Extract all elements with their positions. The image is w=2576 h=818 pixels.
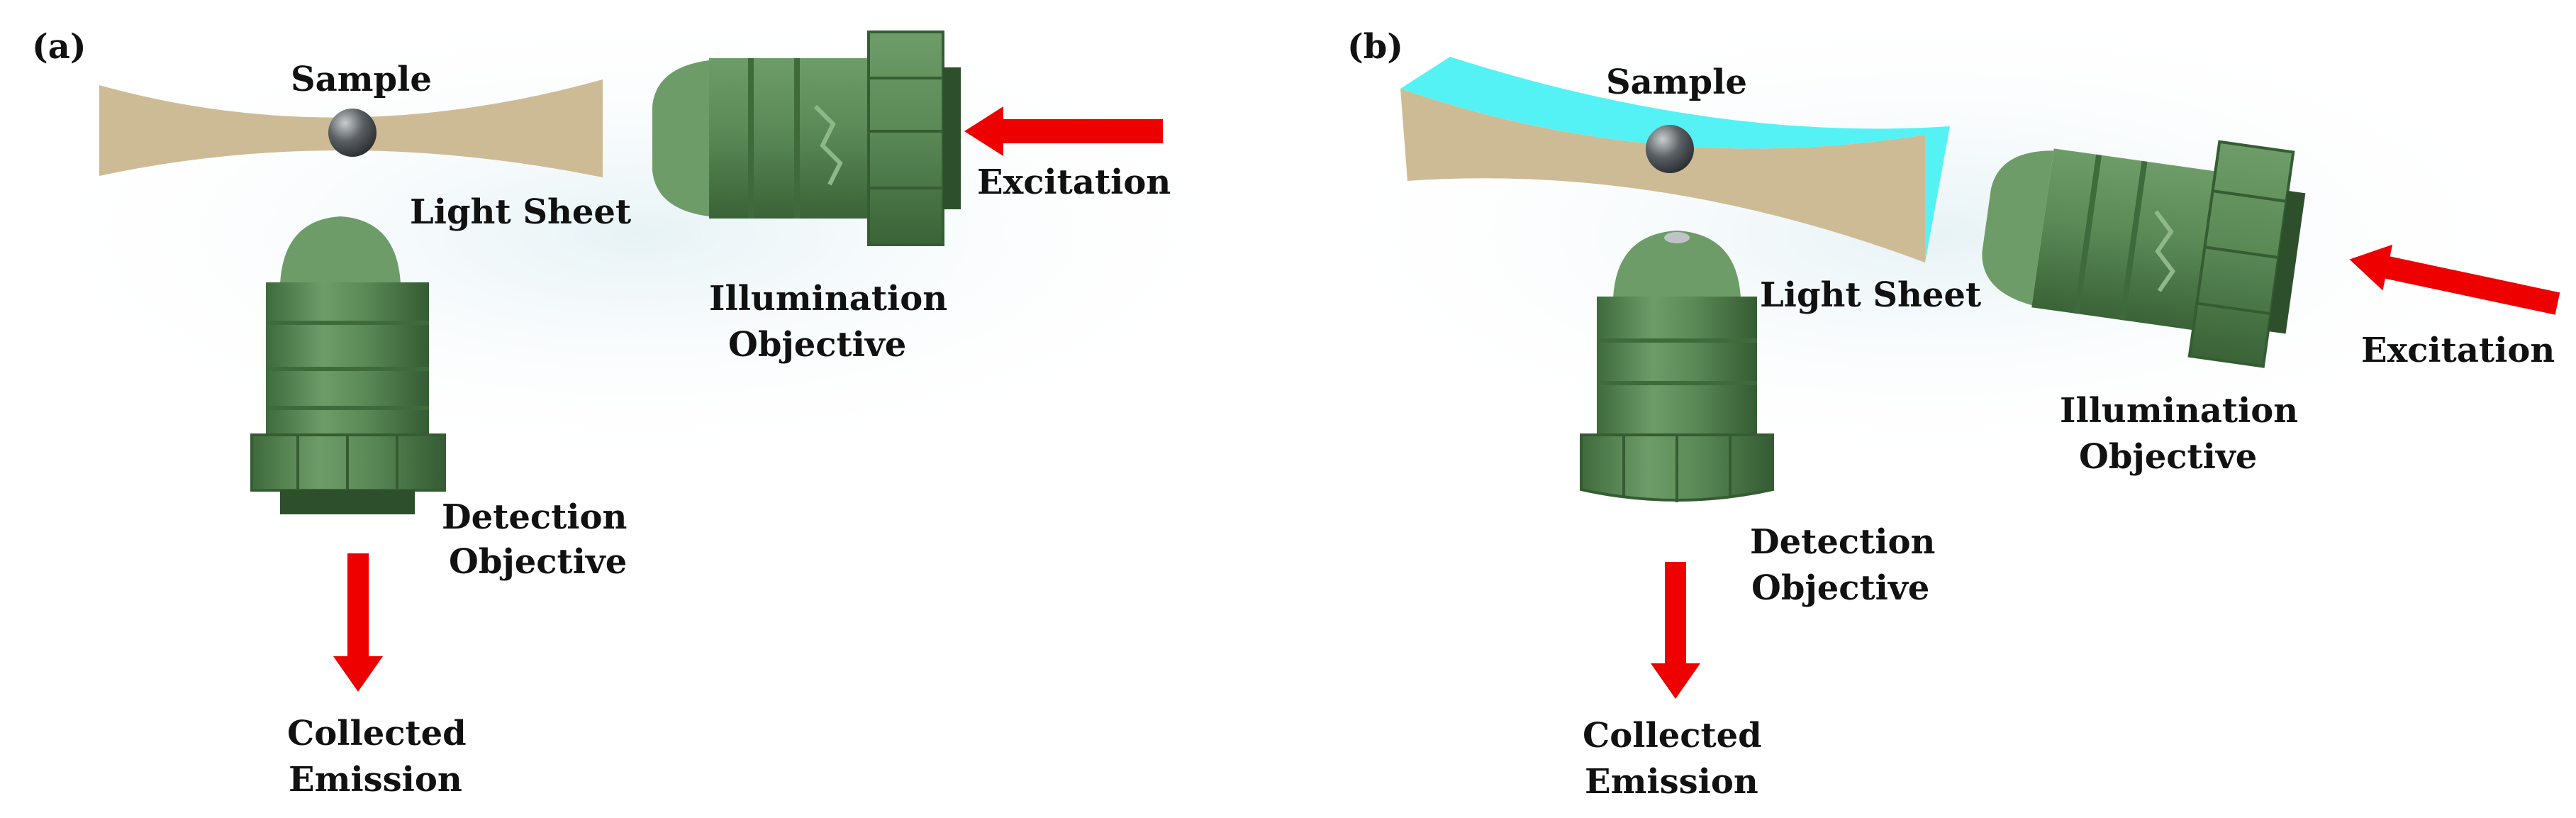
sample-sphere-icon [1646,125,1694,173]
panel-tag: (a) [32,27,87,67]
detection-objective-icon [1580,231,1774,502]
label-illumination-line1: Illumination [709,279,947,319]
illumination-objective-icon [1982,140,2306,368]
label-illumination-line2: Objective [728,325,906,365]
emission-arrow-icon [333,553,383,692]
excitation-arrow-icon [964,106,1163,156]
label-light-sheet: Light Sheet [1760,275,1981,315]
label-sample: Sample [291,60,432,99]
label-emission-line2: Emission [1585,762,1758,802]
label-detection-line2: Objective [1751,568,1929,608]
label-excitation: Excitation [2361,331,2555,370]
panel-a: (a) [0,0,1276,800]
label-detection-line2: Objective [449,542,627,582]
label-emission-line1: Collected [287,714,467,753]
emission-arrow-icon [1651,562,1700,699]
detection-objective-icon [250,216,446,514]
label-emission-line2: Emission [289,760,462,800]
illumination-objective-icon [652,31,961,246]
panel-b: (b) [1290,0,2567,802]
label-light-sheet: Light Sheet [410,192,631,232]
label-detection-line1: Detection [1750,522,1935,562]
panel-tag: (b) [1347,27,1403,67]
excitation-arrow-icon [2349,244,2560,315]
label-emission-line1: Collected [1583,716,1762,756]
sample-sphere-icon [328,109,377,157]
label-illumination-line1: Illumination [2060,391,2298,431]
label-sample: Sample [1606,62,1747,102]
background-glow [0,0,1276,468]
label-illumination-line2: Objective [2079,437,2257,477]
label-detection-line1: Detection [442,497,627,537]
light-sheet-bottom [1400,89,1925,262]
light-sheet-top [1400,57,1950,262]
label-excitation: Excitation [977,162,1171,202]
